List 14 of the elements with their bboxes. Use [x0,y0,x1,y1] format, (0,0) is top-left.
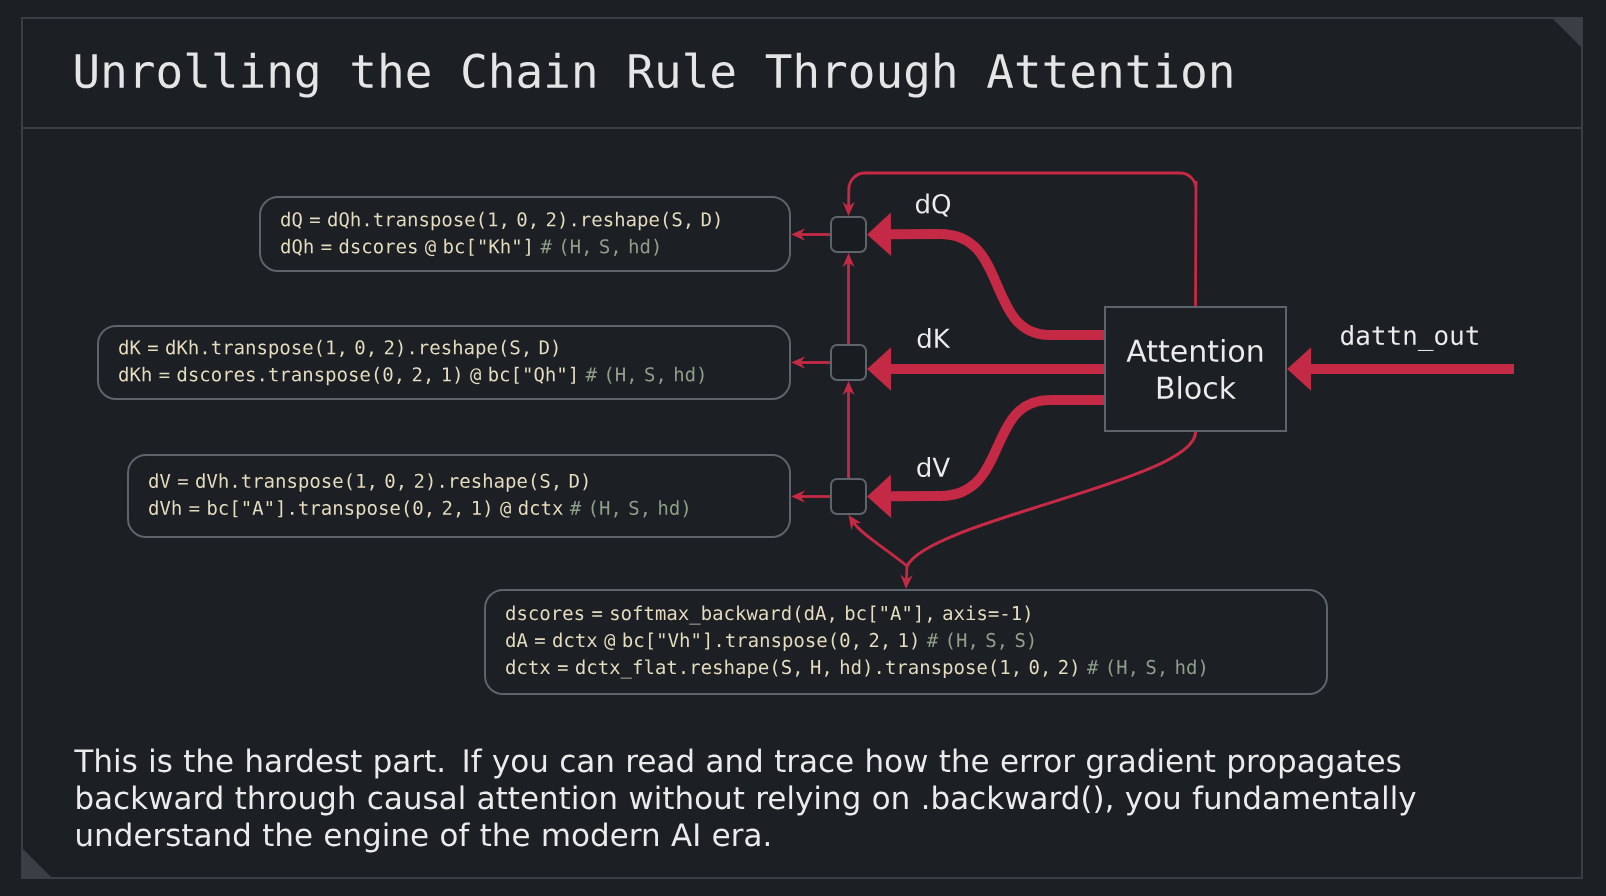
edge-label: dattn_out [1341,325,1478,351]
code-box: dK = dKh.transpose(1, 0, 2).reshape(S, D) dKh = dscores.transpose(0, 2, 1) @ bc["Qh"] # (H, S, hd) [97,325,791,400]
edge-label: dV [917,456,950,478]
edge-label: dQ [915,193,951,217]
code-box: dQ = dQh.transpose(1, 0, 2).reshape(S, D) dQh = dscores @ bc["Kh"] # (H, S, hd) [259,196,791,272]
edge-label: dK [917,327,951,349]
code-box: dscores = softmax_backward(dA, bc["A"], axis=-1) dA = dctx @ bc["Vh"].transpose(0, 2, 1) # (H, S, S) dctx = dctx_flat.reshape(S, H, hd).transpose(1, 0, 2) # (H, S, hd) [484,589,1328,695]
junction-square [830,478,867,515]
code-box: dV = dVh.transpose(1, 0, 2).reshape(S, D) dVh = bc["A"].transpose(0, 2, 1) @ dctx # (H, S, hd) [127,454,791,538]
title: Unrolling the Chain Rule Through Attention [75,52,1232,98]
junction-square [830,344,867,381]
block-box: Attention Block [1104,306,1287,432]
caption: This is the hardest part. If you can read and trace how the error gradient propagates backward through causal attention without relying on .backward(), you fundamentally understand the engine of the modern AI era. [74,748,1416,853]
junction-square [830,216,867,253]
